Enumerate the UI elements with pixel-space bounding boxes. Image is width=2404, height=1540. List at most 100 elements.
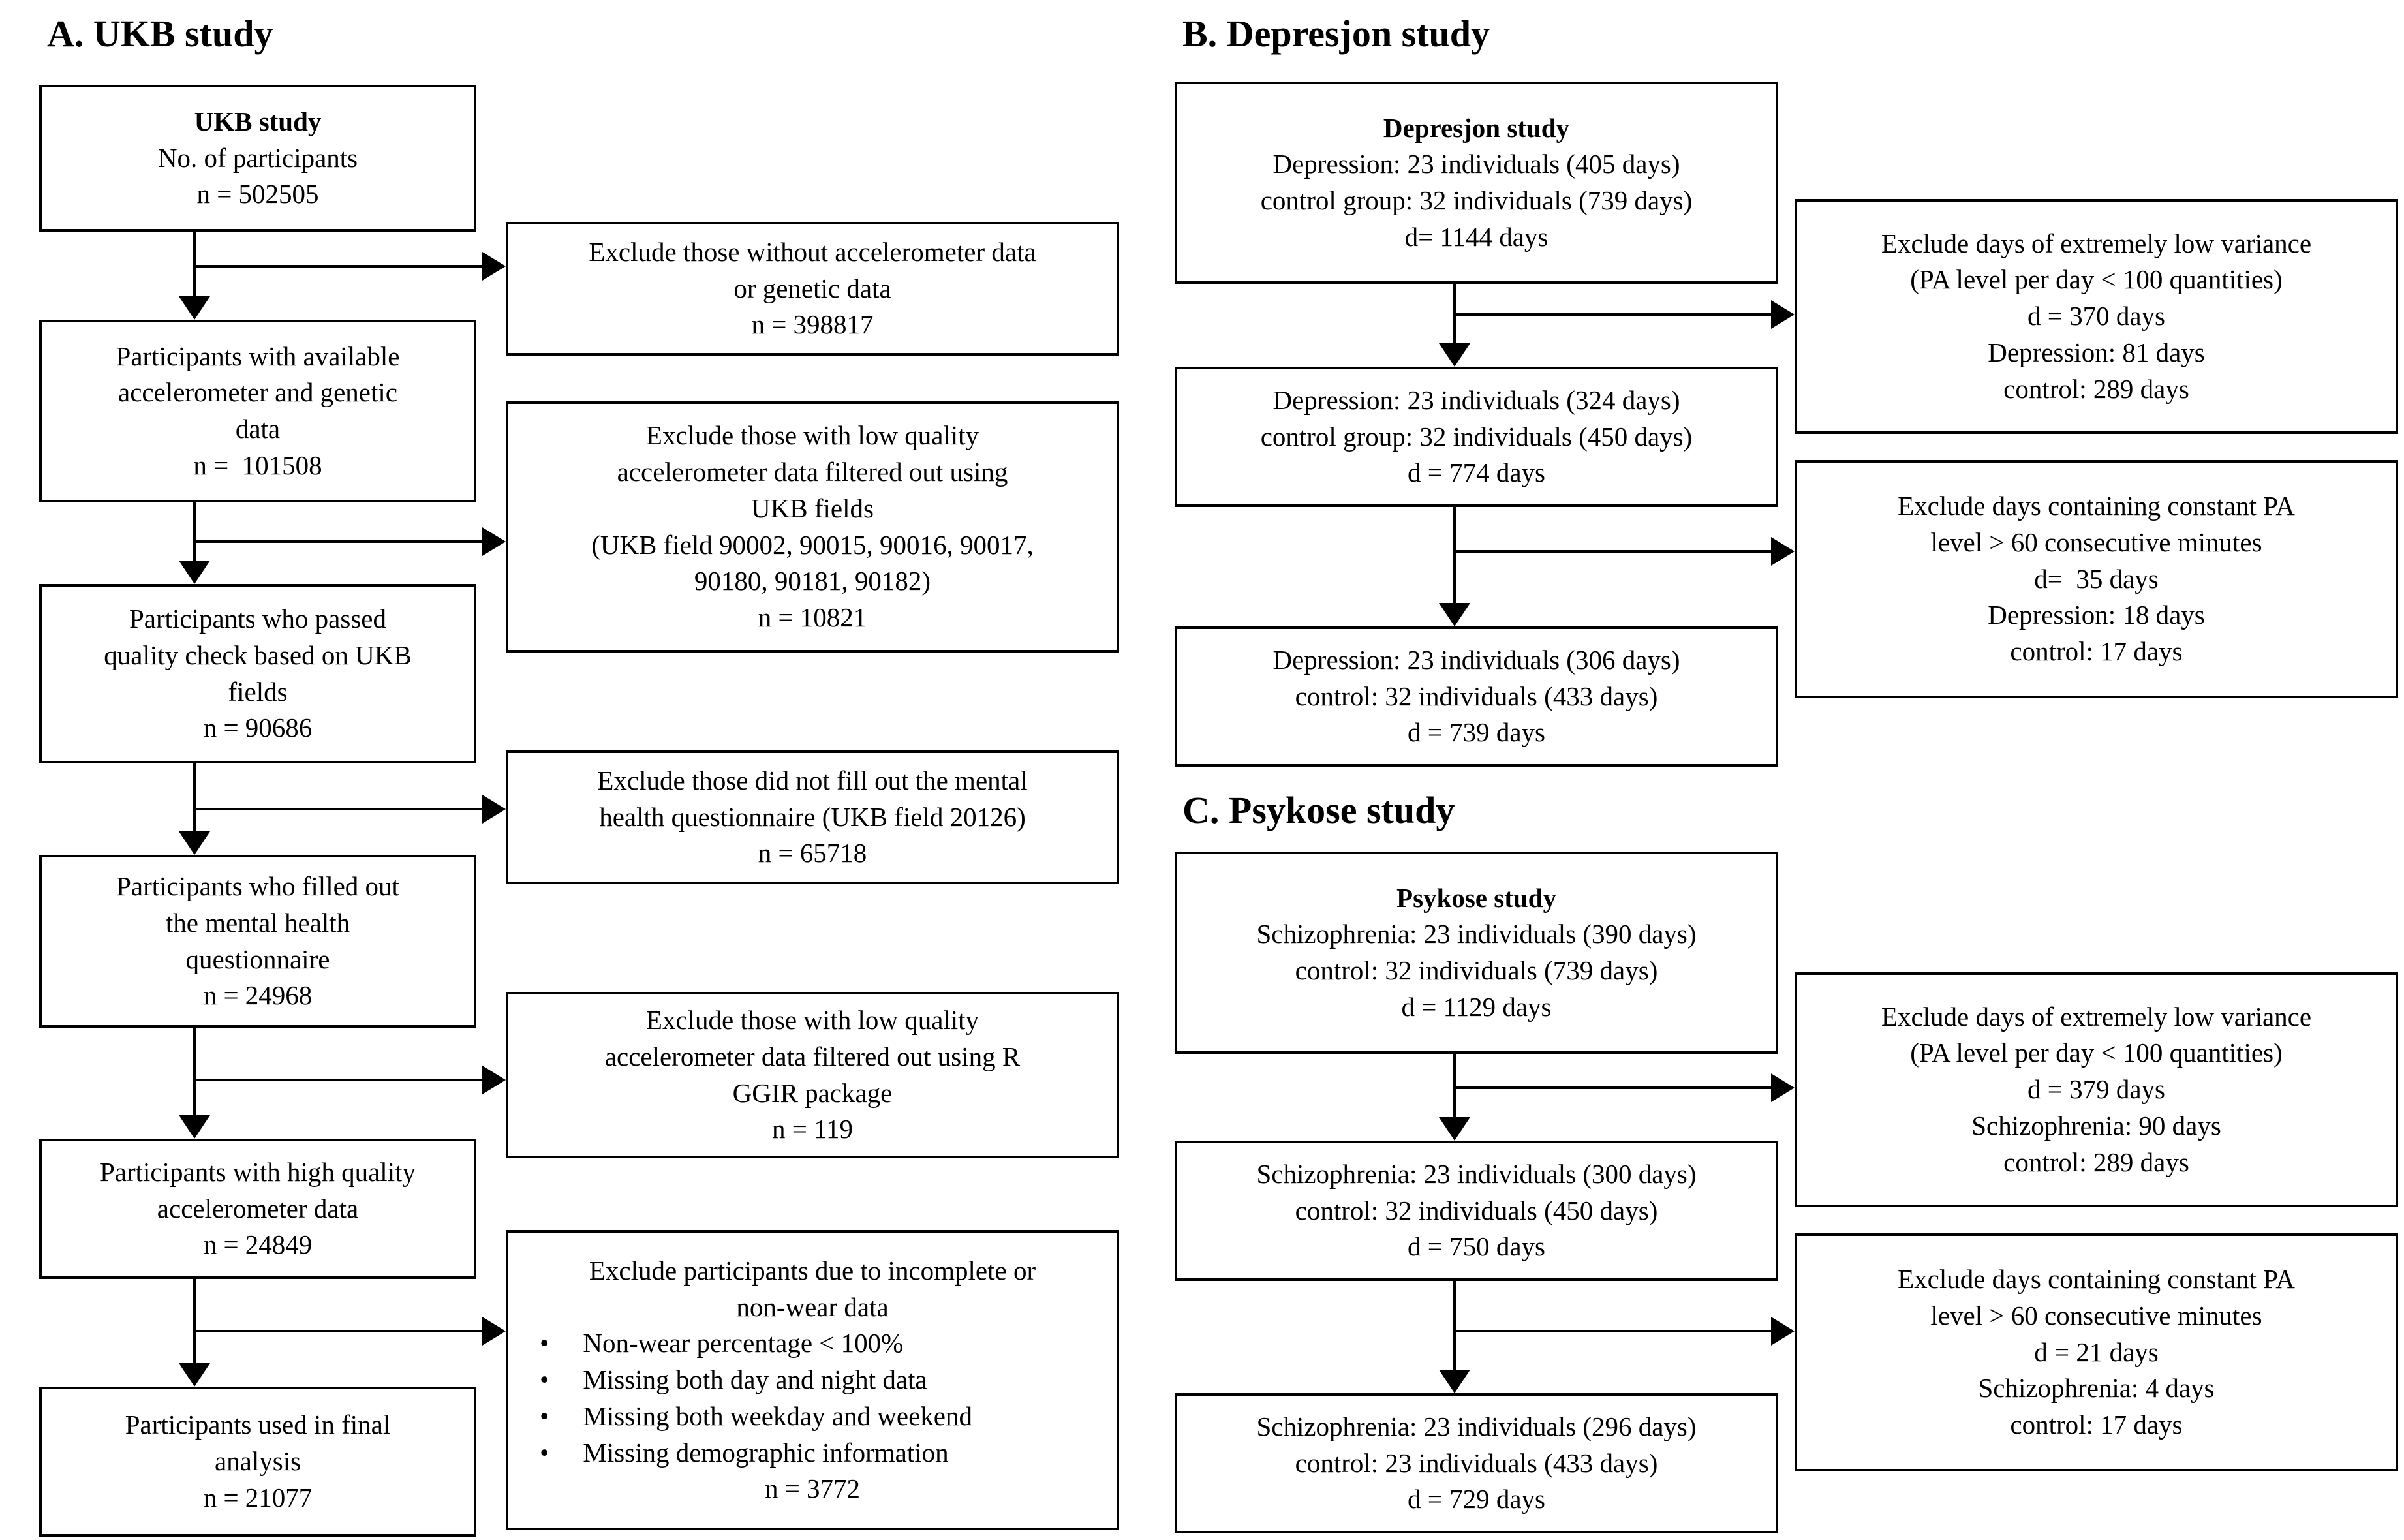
- box-line: d = 21 days: [2034, 1336, 2159, 1367]
- ukb-box-available-data: Participants with available acceleromete…: [39, 320, 476, 502]
- box-line: control: 17 days: [2010, 636, 2183, 667]
- depresjon-box-initial: Depresjon study Depression: 23 individua…: [1175, 82, 1778, 284]
- box-line: (UKB field 90002, 90015, 90016, 90017,: [591, 529, 1034, 560]
- box-line: control: 289 days: [2003, 1147, 2189, 1177]
- ukb-exclude-ggir-filtered: Exclude those with low quality accelerom…: [506, 992, 1119, 1158]
- connector-a5-a6: [193, 1279, 196, 1367]
- box-line: Exclude days containing constant PA: [1898, 491, 2295, 521]
- box-line: n = 21077: [203, 1482, 313, 1513]
- box-line: level > 60 consecutive minutes: [1930, 527, 2262, 557]
- arrowhead-right-icon: [482, 527, 506, 556]
- box-line: Missing both weekday and weekend: [583, 1400, 973, 1431]
- box-line: n = 119: [771, 1114, 854, 1145]
- arrowhead-down-icon: [1439, 603, 1470, 626]
- branch-b2-exclusion2: [1455, 550, 1775, 553]
- arrowhead-down-icon: [1439, 1370, 1470, 1393]
- bullet-item: Non-wear percentage < 100%: [517, 1325, 1107, 1362]
- box-line: n = 10821: [758, 602, 867, 632]
- box-line: Exclude days of extremely low variance: [1881, 1001, 2312, 1032]
- box-line: questionnaire: [185, 944, 330, 974]
- arrowhead-right-icon: [1771, 1317, 1795, 1346]
- depresjon-box-final: Depression: 23 individuals (306 days) co…: [1175, 626, 1778, 767]
- box-line: Missing demographic information: [583, 1437, 949, 1468]
- psykose-exclude-low-variance: Exclude days of extremely low variance (…: [1795, 972, 2398, 1207]
- box-line: Depression: 23 individuals (324 days): [1272, 384, 1680, 415]
- box-line: Depression: 23 individuals (405 days): [1272, 149, 1680, 179]
- branch-a4-exclusion4: [194, 1079, 486, 1081]
- box-line: analysis: [214, 1446, 301, 1477]
- box-line: health questionnaire (UKB field 20126): [599, 801, 1026, 832]
- arrowhead-right-icon: [1771, 537, 1795, 566]
- psykose-box-after-variance-filter: Schizophrenia: 23 individuals (300 days)…: [1175, 1141, 1778, 1281]
- box-line: control: 32 individuals (433 days): [1295, 681, 1658, 711]
- box-line: control group: 32 individuals (739 days): [1260, 185, 1693, 215]
- arrowhead-right-icon: [1771, 1073, 1795, 1102]
- box-line: No. of participants: [157, 142, 358, 173]
- depresjon-exclude-constant-pa: Exclude days containing constant PA leve…: [1795, 460, 2398, 698]
- box-line: n = 398817: [751, 309, 874, 340]
- box-line: Participants who passed: [129, 604, 386, 634]
- box-line: n = 24968: [203, 980, 313, 1011]
- branch-c2-exclusion2: [1455, 1330, 1775, 1332]
- box-line: Depression: 81 days: [1988, 337, 2205, 367]
- ukb-exclude-incomplete-nonwear: Exclude participants due to incomplete o…: [506, 1230, 1119, 1530]
- box-line: UKB fields: [751, 493, 874, 523]
- ukb-box-participants-total: UKB study No. of participants n = 502505: [39, 85, 476, 232]
- box-line: Exclude those with low quality: [645, 420, 979, 451]
- psykose-box-initial: Psykose study Schizophrenia: 23 individu…: [1175, 852, 1778, 1054]
- box-line: accelerometer data filtered out using: [617, 457, 1008, 487]
- box-line: non-wear data: [736, 1291, 889, 1322]
- box-line: quality check based on UKB: [104, 639, 412, 670]
- box-line: n = 3772: [764, 1473, 861, 1504]
- ukb-exclude-low-quality-ukb-fields: Exclude those with low quality accelerom…: [506, 401, 1119, 653]
- box-line: n = 65718: [758, 838, 867, 869]
- box-line: control: 17 days: [2010, 1409, 2183, 1440]
- box-line: or genetic data: [733, 273, 891, 303]
- box-line: Schizophrenia: 90 days: [1971, 1110, 2221, 1141]
- box-line: Exclude participants due to incomplete o…: [589, 1255, 1036, 1286]
- box-line: Participants with available: [116, 341, 400, 371]
- box-line: GGIR package: [732, 1077, 893, 1108]
- box-line: level > 60 consecutive minutes: [1930, 1300, 2262, 1331]
- ukb-exclude-no-accel-or-genetic: Exclude those without accelerometer data…: [506, 222, 1119, 356]
- box-line: (PA level per day < 100 quantities): [1910, 264, 2283, 295]
- bullet-item: Missing both weekday and weekend: [517, 1398, 1107, 1435]
- box-line: d = 739 days: [1407, 717, 1546, 748]
- depresjon-box-after-variance-filter: Depression: 23 individuals (324 days) co…: [1175, 367, 1778, 507]
- box-line: d= 35 days: [2034, 563, 2159, 594]
- arrowhead-down-icon: [1439, 1117, 1470, 1141]
- arrowhead-right-icon: [482, 252, 506, 281]
- bullet-item: Missing demographic information: [517, 1435, 1107, 1471]
- box-line: Participants used in final: [125, 1409, 391, 1440]
- connector-b2-b3: [1453, 507, 1456, 607]
- box-line: n = 24849: [203, 1229, 313, 1260]
- box-line: Exclude days containing constant PA: [1898, 1264, 2295, 1295]
- box-line: (PA level per day < 100 quantities): [1910, 1038, 2283, 1068]
- ukb-box-mental-health-questionnaire: Participants who filled out the mental h…: [39, 855, 476, 1028]
- bullet-item: Missing both day and night data: [517, 1362, 1107, 1398]
- arrowhead-down-icon: [179, 831, 210, 855]
- arrowhead-down-icon: [1439, 343, 1470, 367]
- box-line: Exclude days of extremely low variance: [1881, 228, 2312, 258]
- psykose-box-final: Schizophrenia: 23 individuals (296 days)…: [1175, 1393, 1778, 1533]
- depresjon-exclude-low-variance: Exclude days of extremely low variance (…: [1795, 199, 2398, 434]
- box-line: Exclude those with low quality: [645, 1005, 979, 1035]
- box-line: Participants who filled out: [116, 871, 399, 901]
- box-line: d = 379 days: [2027, 1074, 2166, 1105]
- branch-a1-exclusion1: [194, 265, 486, 268]
- ukb-box-quality-check: Participants who passed quality check ba…: [39, 584, 476, 763]
- box-line: Schizophrenia: 4 days: [1978, 1373, 2215, 1404]
- box-line: Depression: 23 individuals (306 days): [1272, 644, 1680, 675]
- box-line: accelerometer and genetic: [118, 377, 397, 408]
- box-line: data: [235, 414, 281, 444]
- arrowhead-right-icon: [482, 1066, 506, 1094]
- arrowhead-right-icon: [1771, 300, 1795, 329]
- box-line: Depression: 18 days: [1988, 600, 2205, 630]
- arrowhead-down-icon: [179, 1363, 210, 1387]
- box-line: d = 750 days: [1407, 1231, 1546, 1262]
- box-line: control: 289 days: [2003, 373, 2189, 404]
- box-line: fields: [228, 676, 288, 707]
- box-line: UKB study: [194, 106, 322, 136]
- arrowhead-down-icon: [179, 296, 210, 320]
- ukb-exclude-no-questionnaire: Exclude those did not fill out the menta…: [506, 750, 1119, 884]
